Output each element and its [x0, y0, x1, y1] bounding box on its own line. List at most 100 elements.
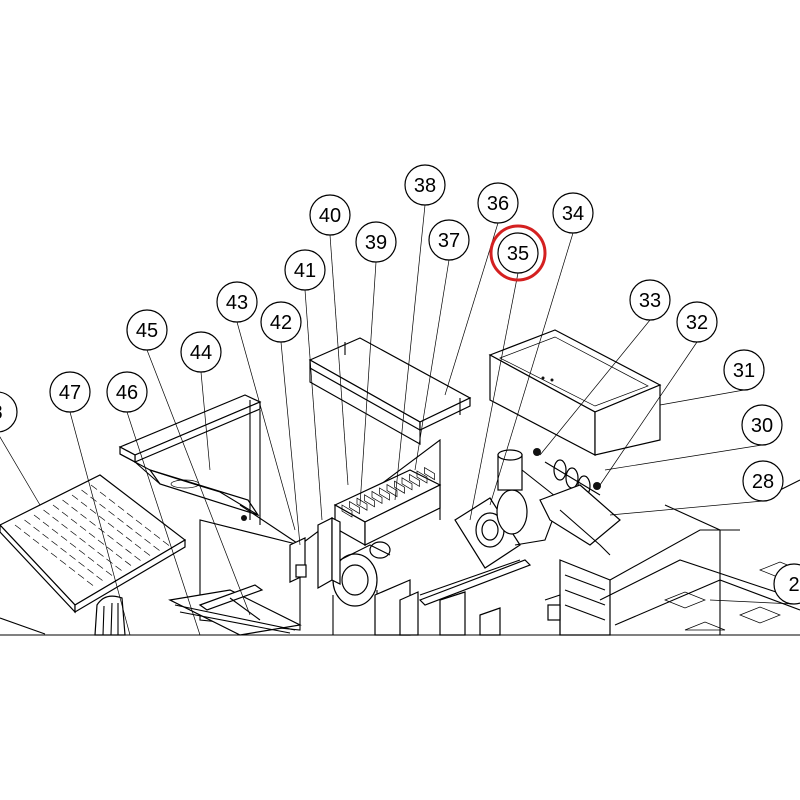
callout-31: 31 — [723, 349, 765, 391]
leader-line-39 — [359, 261, 377, 506]
plate-slot — [70, 530, 77, 536]
fin — [424, 466, 435, 481]
callout-2: 2 — [773, 563, 800, 605]
fin — [364, 494, 375, 508]
plate-slot — [99, 503, 106, 509]
leader-line-47 — [69, 411, 131, 636]
plate-slot — [61, 523, 68, 529]
plate-slot — [107, 522, 115, 528]
callout-circle — [309, 194, 351, 236]
callout-circle — [723, 349, 765, 391]
plate-slot — [52, 516, 59, 522]
callout-circle — [260, 301, 302, 343]
callout-38: 38 — [404, 164, 446, 206]
callout-number: 8 — [0, 402, 3, 424]
leader-lines — [0, 204, 795, 636]
highlight-ring — [489, 224, 547, 282]
callout-circle — [284, 249, 326, 291]
plate-slot — [124, 560, 132, 566]
plate-slot — [77, 573, 85, 579]
callout-32: 32 — [676, 301, 718, 343]
plate-slot — [97, 551, 104, 557]
callout-circle — [216, 281, 258, 323]
leader-line-30 — [604, 444, 763, 471]
callout-46: 46 — [106, 371, 148, 413]
plate-slot — [144, 526, 152, 532]
plate-slot — [60, 535, 68, 541]
plate-slot — [69, 542, 77, 548]
callout-number: 35 — [507, 243, 529, 265]
callout-circle — [180, 331, 222, 373]
auger-screw — [533, 448, 621, 556]
plate-slot — [88, 532, 96, 538]
plate-slot — [99, 491, 107, 497]
callout-45: 45 — [126, 309, 168, 351]
leader-line-35 — [469, 272, 519, 521]
plate-slot — [61, 511, 69, 517]
fin — [401, 477, 413, 491]
plate-slot — [125, 548, 132, 554]
callout-number: 46 — [116, 382, 138, 404]
callout-number: 45 — [136, 320, 158, 342]
callout-number: 42 — [270, 312, 292, 334]
callout-circle — [428, 219, 470, 261]
plate-slot — [89, 520, 96, 526]
perforated-plate — [0, 474, 187, 614]
callout-number: 2 — [788, 574, 799, 596]
plate-slot — [105, 570, 113, 576]
callout-number: 34 — [562, 203, 584, 225]
plate-slot — [107, 534, 114, 540]
plate-slot — [50, 552, 58, 558]
callout-circle — [0, 391, 18, 433]
callout-number: 31 — [733, 360, 755, 382]
plate-slot — [88, 544, 95, 550]
hopper-box — [488, 329, 662, 456]
plate-slot — [80, 513, 87, 519]
plate-slot — [162, 540, 170, 546]
plate-slot — [41, 545, 49, 551]
leader-line-41 — [304, 289, 323, 521]
leader-line-2 — [709, 599, 795, 605]
plate-slot — [106, 546, 114, 552]
leader-line-31 — [659, 389, 745, 406]
callout-circle — [106, 371, 148, 413]
callout-40: 40 — [309, 194, 351, 236]
plate-slot — [89, 508, 97, 514]
callout-47: 47 — [49, 371, 91, 413]
callout-circle — [629, 279, 671, 321]
plate-slot — [60, 547, 67, 553]
callout-circle — [477, 182, 519, 224]
callout-circle — [355, 221, 397, 263]
fin — [371, 490, 383, 505]
leader-line-33 — [539, 319, 651, 456]
blower-fan — [332, 541, 391, 635]
front-channels — [374, 559, 532, 636]
plate-slot — [143, 550, 151, 556]
callout-labels: 8474645444342414039383736353433323130282 — [0, 164, 800, 605]
callout-circle — [49, 371, 91, 413]
fin — [356, 497, 368, 511]
plate-slot — [97, 539, 105, 545]
plate-slot — [24, 519, 31, 525]
leader-line-34 — [489, 232, 574, 506]
plate-slot — [116, 529, 124, 535]
leader-line-45 — [146, 349, 251, 616]
plate-slot — [14, 524, 22, 530]
plate-slot — [78, 561, 85, 567]
fin — [379, 487, 390, 501]
plate-slot — [126, 512, 134, 518]
fin — [394, 480, 405, 494]
plate-slot — [52, 504, 60, 510]
callout-circle — [741, 404, 783, 446]
plate-slot — [71, 506, 78, 512]
plate-slot — [80, 501, 88, 507]
callout-number: 39 — [365, 232, 387, 254]
lower-rails — [168, 584, 302, 636]
callout-number: 47 — [59, 382, 81, 404]
plate-slot — [144, 538, 151, 544]
leader-line-36 — [444, 222, 499, 396]
plate-slot — [87, 556, 95, 562]
plate-slot — [78, 549, 86, 555]
fin — [386, 483, 398, 498]
